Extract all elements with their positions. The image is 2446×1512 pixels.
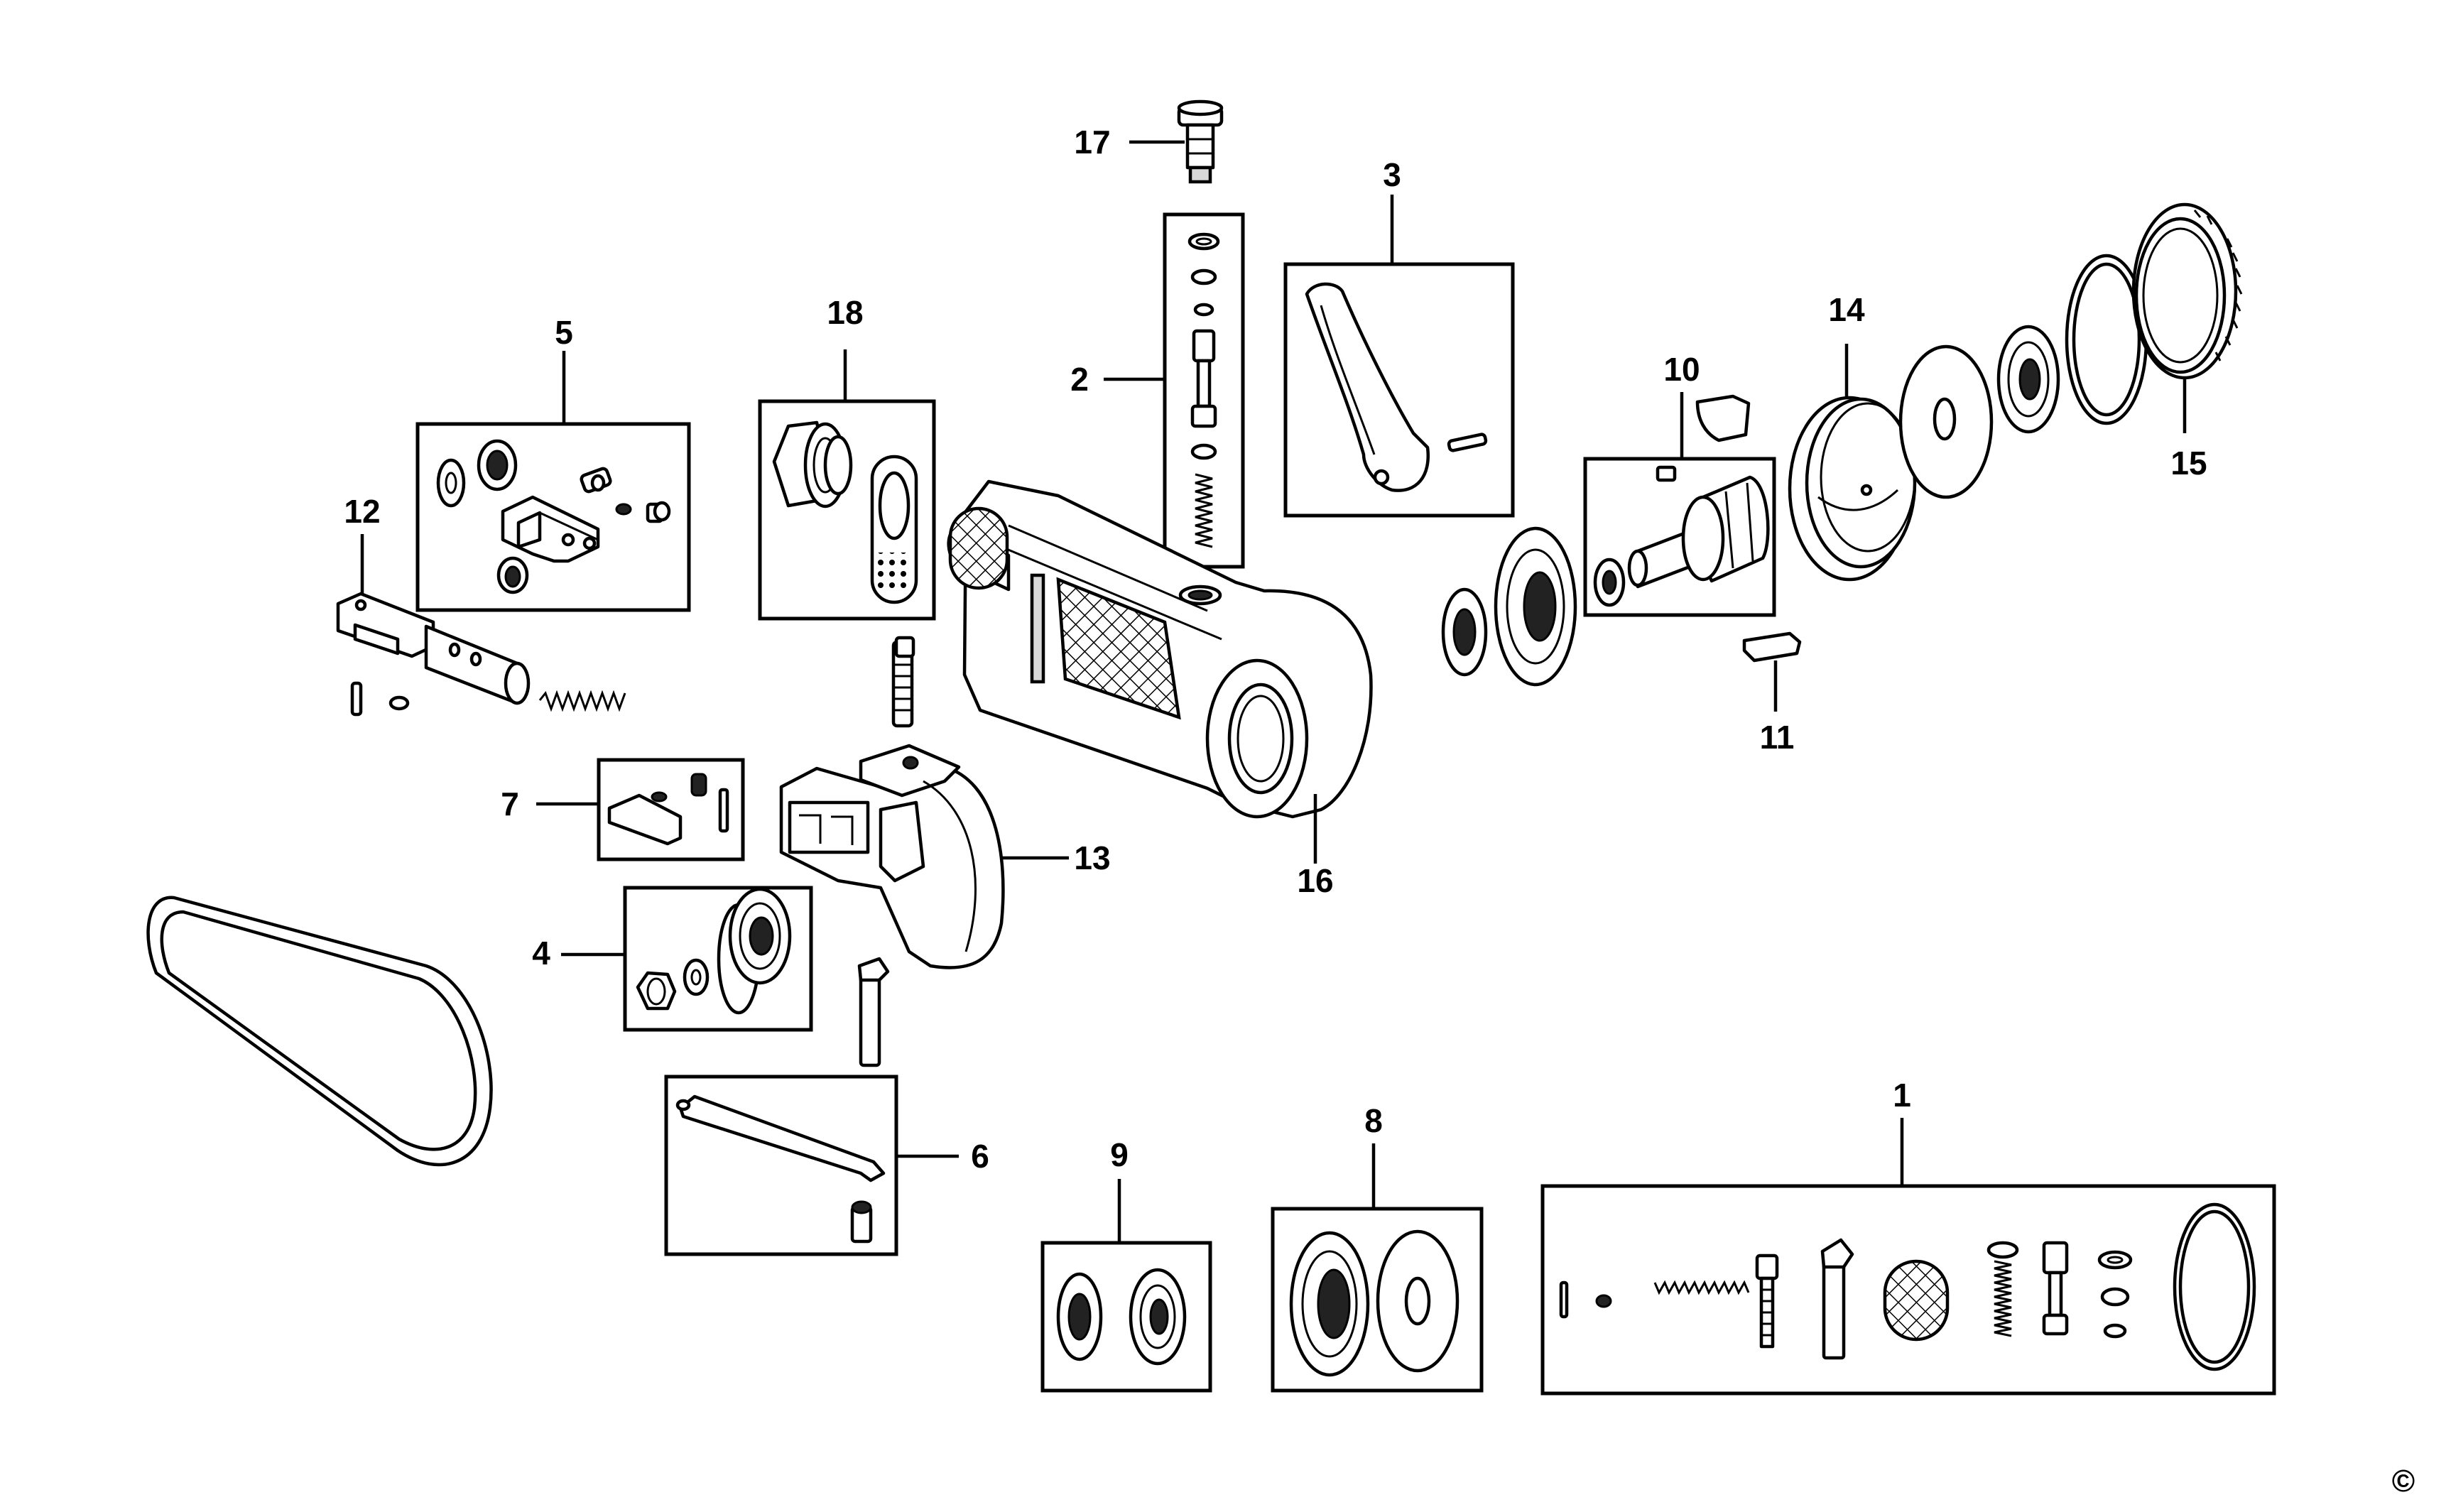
callout-label-16: 16 xyxy=(1297,862,1333,899)
rotor-assembly-part xyxy=(1593,394,1770,607)
throttle-lever-part xyxy=(1305,282,1488,492)
filter-screen-part xyxy=(870,455,918,604)
end-cap-part xyxy=(2131,202,2243,380)
part-box-9 xyxy=(1040,1241,1212,1393)
guard-arm-part xyxy=(675,1094,886,1244)
callout-label-1: 1 xyxy=(1893,1077,1911,1114)
part-box-3 xyxy=(1283,262,1515,518)
callout-label-12: 12 xyxy=(344,493,380,530)
vane-blade-part xyxy=(1742,631,1802,663)
callout-label-17: 17 xyxy=(1074,124,1110,161)
callout-label-4: 4 xyxy=(532,935,550,972)
callout-label-7: 7 xyxy=(501,785,519,822)
callout-label-2: 2 xyxy=(1070,361,1089,398)
part-box-5 xyxy=(415,422,691,612)
rear-plate-part xyxy=(1788,396,1917,582)
part-box-7 xyxy=(597,758,745,861)
bracket-kit-part xyxy=(436,439,671,594)
valve-kit-part xyxy=(1187,232,1220,548)
bearing-cup-part xyxy=(1441,526,1577,687)
exhaust-fitting-part xyxy=(772,420,853,508)
latch-kit-part xyxy=(607,773,729,846)
motor-housing-part xyxy=(779,640,1005,969)
shaft-assembly-part xyxy=(336,592,626,717)
part-box-1 xyxy=(1540,1184,2276,1396)
callout-label-3: 3 xyxy=(1383,156,1401,193)
filter-insert-part xyxy=(948,506,1009,590)
part-box-10 xyxy=(1583,457,1776,617)
end-washer-part xyxy=(1898,344,1994,499)
callout-label-6: 6 xyxy=(971,1138,989,1175)
callout-label-14: 14 xyxy=(1828,291,1865,328)
copyright-mark: © xyxy=(2392,1464,2415,1499)
part-box-8 xyxy=(1271,1207,1484,1393)
callout-label-11: 11 xyxy=(1760,719,1795,756)
callout-label-8: 8 xyxy=(1364,1102,1383,1139)
callout-label-5: 5 xyxy=(555,314,573,351)
callout-label-10: 10 xyxy=(1663,351,1700,388)
o-ring-part xyxy=(2065,254,2148,425)
key-part xyxy=(857,957,890,1067)
service-kit-part xyxy=(1559,1202,2256,1371)
valve-cap-part xyxy=(1177,99,1224,184)
seal-washer-part xyxy=(1289,1229,1460,1377)
part-box-18 xyxy=(758,399,936,621)
part-box-6 xyxy=(664,1075,898,1256)
bearing-pair-part xyxy=(1056,1268,1187,1366)
socket-screw-part xyxy=(894,636,915,658)
callout-label-15: 15 xyxy=(2170,445,2207,482)
drive-belt-part xyxy=(146,896,493,1167)
end-bearing-part xyxy=(1996,325,2060,434)
part-box-4 xyxy=(623,886,813,1032)
main-body-part xyxy=(947,479,1373,819)
callout-label-18: 18 xyxy=(827,294,863,331)
callout-label-9: 9 xyxy=(1110,1136,1129,1173)
pulley-kit-part xyxy=(636,887,792,1015)
callout-label-13: 13 xyxy=(1074,839,1110,876)
